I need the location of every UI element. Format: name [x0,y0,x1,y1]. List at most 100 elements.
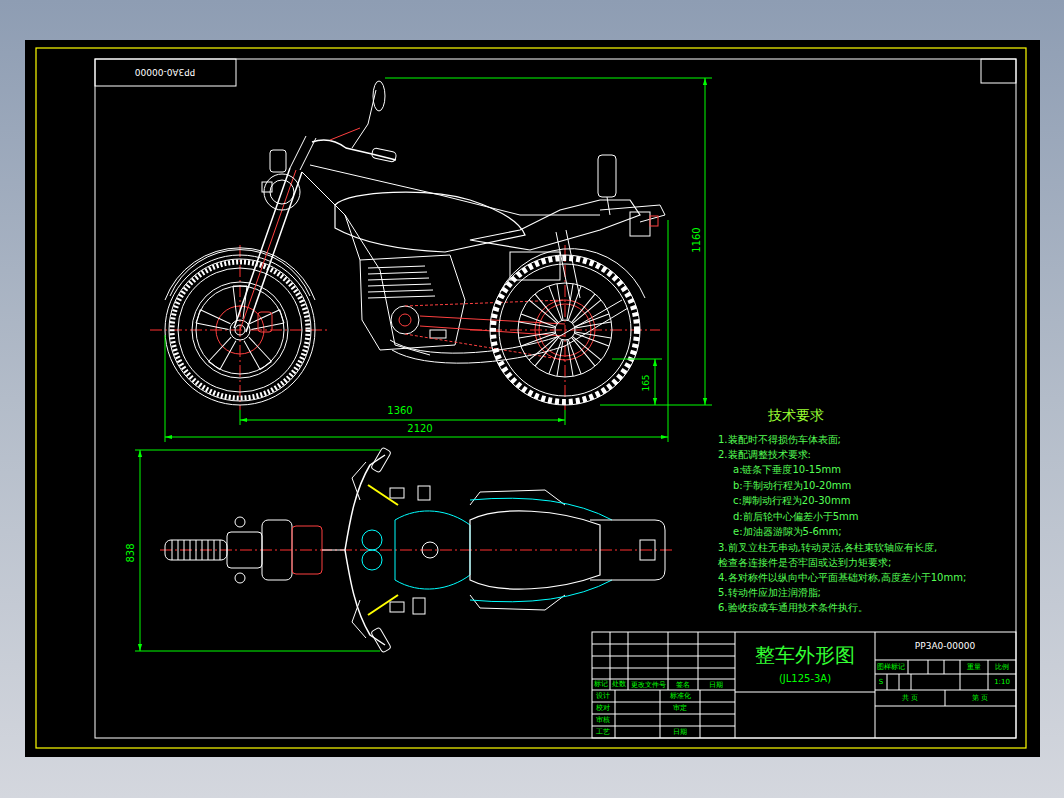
drawing-sheet [25,40,1040,757]
title-block-grid [592,644,735,726]
top-view [390,488,404,498]
title-block-grid [875,660,1016,706]
note-line: 2.装配调整技术要求: [717,449,812,461]
side-view [521,300,560,332]
dimension: 1160 [691,226,703,253]
title-block-cell: 处数 [611,681,627,689]
note-heading: 技术要求 [767,407,825,423]
title-block-cell: 日期 [708,680,724,688]
dimension: 165 [641,373,651,392]
top-view [235,573,245,583]
side-view [241,335,272,370]
top-view [160,550,672,551]
side-view [565,245,566,410]
top-view [165,540,227,560]
drawing-number: PP3A0-00000 [134,67,196,77]
top-view [292,526,322,574]
title-block-grid [610,632,698,690]
top-view [371,627,392,653]
side-view [570,328,609,360]
top-view [371,447,392,473]
title-block-cell: 签名 [675,680,691,688]
side-view [535,286,567,325]
side-view [150,245,660,410]
side-view [248,310,284,334]
title-block-grid [875,632,876,738]
note-line: 检查各连接件是否牢固或达到力矩要求; [717,557,892,569]
title-block-cell: 校对 [595,704,611,712]
title-block-grid [945,690,946,706]
dimension-lines [135,651,380,652]
drawing-sheet [95,59,236,86]
title-block-cell: 图样标记 [876,663,906,671]
title-block-cell: 1:10 [993,678,1011,686]
side-view [290,136,316,170]
title-block-grid [592,632,1016,738]
top-view [413,598,425,614]
note-line: b:手制动行程为10-20mm [732,480,852,492]
side-view [371,148,397,163]
title-block-cell: 工艺 [595,728,611,736]
side-view [470,200,640,250]
drawing-number: PP3A0-00000 [914,641,976,651]
drawing-sheet [981,59,1016,83]
side-view [555,320,575,340]
dimension: 2120 [406,423,433,435]
side-view [170,250,310,296]
top-view [422,542,438,558]
dimension-lines [655,359,656,405]
title-block-cell: 标记 [593,681,609,689]
dimension-lines [135,450,380,451]
dimension-lines [240,420,565,421]
side-view [373,81,385,111]
side-view [405,300,565,360]
top-view [640,540,655,560]
side-view [535,335,567,374]
title-block-cell: 更改文件号 [630,680,667,688]
side-view [368,266,435,298]
side-view [335,192,525,252]
side-view [521,328,560,360]
top-view [470,490,565,505]
side-view [258,312,272,332]
top-view [470,511,600,589]
note-line: 5.转动件应加注润滑脂; [717,587,822,599]
top-view [590,520,665,580]
side-view [310,165,600,215]
top-view [235,517,245,527]
note-line: 1.装配时不得损伤车体表面; [717,434,842,446]
top-view [470,595,565,610]
note-line: 4.各对称件以纵向中心平面基础对称,高度差小于10mm; [717,572,967,584]
top-view [345,455,385,550]
title-block-grid [887,674,911,690]
title-block-cell: 第 页 [971,694,989,702]
top-view [345,550,385,645]
side-view [270,150,286,172]
model-code: (JL125-3A) [778,673,832,685]
dimension-lines [240,410,241,425]
title-block-cell: 日期 [672,728,688,736]
side-view [650,216,658,226]
side-view [563,335,595,374]
title-block-cell: 重量 [966,663,982,671]
top-view [418,486,430,500]
side-view [233,286,247,319]
side-view [270,180,294,204]
side-view [607,197,610,215]
dimension-lines [385,78,712,79]
side-view [240,170,296,330]
title-block-grid [735,692,875,693]
note-line: c:脚制动行程为20-30mm [732,495,851,507]
top-view [352,600,366,638]
title-block-grid [592,632,1016,738]
title-block-grid [735,632,736,738]
dimension-lines [135,78,712,651]
dimension-lines [668,220,669,442]
drawing-sheet [36,48,1026,748]
title-block-grid [615,690,700,738]
note-line: e:加油器游隙为5-6mm; [732,526,843,538]
side-view [493,258,637,402]
title-block-cell: 标准化 [669,692,692,700]
